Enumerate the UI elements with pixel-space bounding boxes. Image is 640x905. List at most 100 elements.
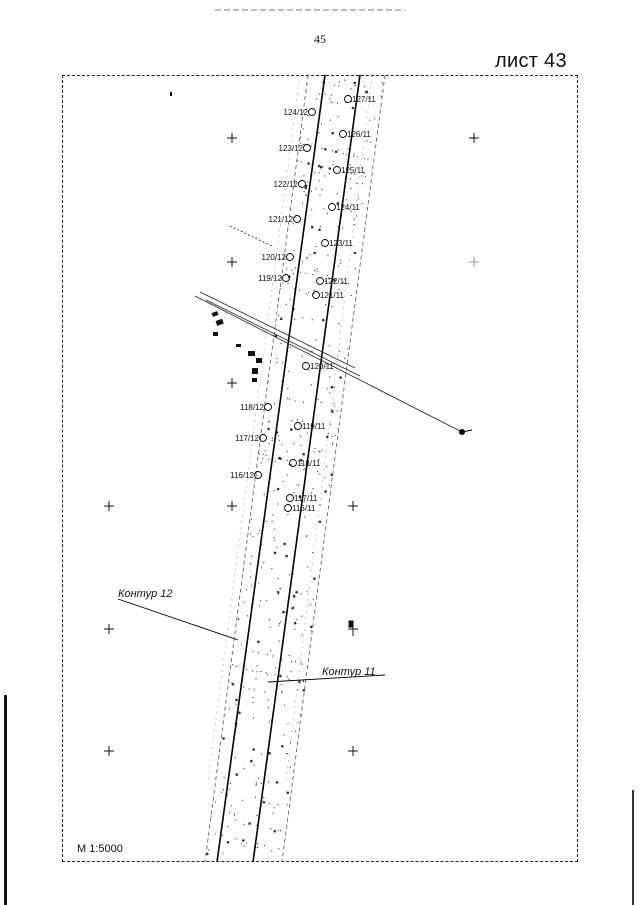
speckle-dot [343,171,345,173]
speckle-dot [354,268,356,270]
speckle-dot [309,253,311,256]
speckle-dot [276,487,280,491]
speckle-dot [302,420,304,422]
speckle-dot [323,208,325,210]
speckle-dot [336,193,338,195]
speckle-dot [264,844,266,847]
speckle-dot [333,402,335,404]
point-label-123-12: 123/12 [279,144,304,153]
speckle-dot [364,91,366,93]
speckle-dot [318,132,320,134]
speckle-dot [370,141,372,143]
speckle-dot [237,619,239,621]
speckle-dot [282,610,285,614]
speckle-dot [291,269,293,271]
speckle-dot [223,777,225,779]
speckle-dot [262,801,266,804]
speckle-dot [277,829,279,831]
speckle-dot [214,833,216,835]
speckle-dot [240,643,242,645]
speckle-dot [332,442,334,444]
speckle-dot [268,619,270,621]
speckle-dot [297,722,299,724]
speckle-dot [374,118,376,120]
speckle-dot [295,590,298,594]
speckle-dot [287,397,289,399]
speckle-dot [252,670,254,672]
speckle-dot [241,843,243,845]
speckle-dot [317,398,319,401]
speckle-dot [318,180,320,182]
speckle-dot [269,626,271,628]
contour-12-label: Контур 12 [118,588,173,600]
speckle-dot [268,781,270,783]
speckle-dot [283,734,285,736]
speckle-dot [337,226,339,228]
speckle-dot [278,622,280,624]
speckle-dot [243,601,245,603]
speckle-dot [309,604,311,606]
speckle-dot [322,318,325,322]
page-number: 45 [314,32,326,46]
speckle-dot [253,688,255,691]
speckle-dot [287,282,289,284]
speckle-dot [308,464,310,466]
speckle-texture [205,79,383,856]
speckle-dot [235,773,239,776]
speckle-dot [280,342,282,345]
speckle-dot [301,463,303,465]
header-smudge [215,0,405,11]
speckle-dot [328,484,330,486]
speckle-dot [339,350,341,352]
scan-edge-right [632,790,634,905]
speckle-dot [293,606,295,608]
speckle-dot [258,453,260,455]
speckle-dot [246,615,249,617]
speckle-dot [322,81,324,83]
speckle-dot [299,436,302,438]
speckle-dot [277,804,279,806]
speckle-dot [263,493,265,495]
leader-lines [117,598,386,683]
speckle-dot [255,678,257,680]
speckle-dot [287,723,289,725]
speckle-dot [288,678,290,680]
speckle-dot [278,299,280,301]
point-markers-contour-11 [284,95,352,512]
speckle-dot [205,852,209,856]
speckle-dot [222,789,225,791]
speckle-dot [301,355,303,357]
speckle-dot [331,102,333,104]
speckle-dot [324,93,326,95]
speckle-dot [271,440,273,442]
speckle-dot [354,85,356,87]
speckle-dot [235,698,238,702]
speckle-dot [339,376,342,379]
speckle-dot [273,807,276,809]
speckle-dot [260,600,262,602]
speckle-dot [274,674,276,676]
speckle-dot [263,796,265,799]
speckle-dot [338,323,340,325]
speckle-dot [321,189,323,191]
speckle-dot [331,435,333,437]
speckle-dot [255,783,258,785]
speckle-dot [313,451,315,453]
speckle-dot [281,282,283,284]
speckle-dot [233,815,235,817]
speckle-dot [272,655,274,657]
speckle-dot [293,250,295,252]
speckle-dot [243,845,245,847]
speckle-dot [313,290,315,292]
speckle-dot [350,172,352,175]
speckle-dot [281,659,283,661]
speckle-dot [328,278,330,280]
speckle-dot [313,251,317,255]
speckle-dot [266,673,269,675]
speckle-dot [361,202,363,205]
speckle-dot [299,137,301,139]
speckle-dot [325,304,327,306]
speckle-dot [302,203,304,205]
speckle-dot [324,477,326,479]
speckle-dot [336,102,339,104]
